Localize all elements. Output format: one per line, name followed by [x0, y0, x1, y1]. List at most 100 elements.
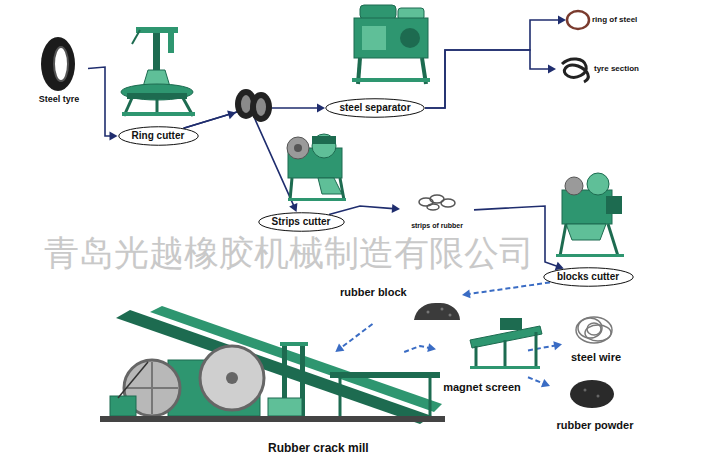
arrowhead	[558, 16, 566, 25]
steel-ring-icon	[567, 11, 589, 29]
ring-cutter-machine-part	[168, 33, 174, 53]
magnet-screen-machine	[470, 318, 542, 369]
arrowhead	[317, 104, 325, 113]
rubber-block-pile-part	[414, 303, 460, 320]
blocks-cutter-machine-part	[560, 224, 566, 256]
arrowhead	[427, 343, 436, 352]
ellipse-outline-shape	[118, 127, 198, 146]
connector-line	[425, 50, 549, 108]
item-box: Steel tyre	[30, 36, 88, 106]
node-label: strips of rubber	[411, 222, 463, 230]
process-ellipse: Strips cutter	[258, 212, 345, 232]
rubber-crack-mill-machine-part	[226, 372, 238, 384]
node-label: ring of steel	[592, 15, 637, 24]
item-box: steel wire	[562, 310, 630, 366]
flow-arrow	[88, 67, 118, 141]
rubber-block-pile	[414, 303, 460, 320]
arrowhead	[541, 379, 550, 387]
connector-line	[88, 67, 111, 136]
magnet-screen-machine-part	[500, 318, 522, 330]
ring-cutter-machine-part	[132, 30, 140, 44]
rubber-crack-mill-machine-part	[126, 387, 178, 389]
dashed-flow-arrow	[335, 324, 372, 352]
node-label: rubber powder	[556, 419, 633, 432]
node-label: tyre section	[594, 64, 639, 73]
node-label: steel wire	[571, 351, 621, 364]
steel-wire-icon-part	[578, 318, 602, 338]
flow-arrow	[425, 50, 556, 108]
rubber-rings-icon	[235, 89, 272, 122]
flow-arrow	[329, 204, 400, 214]
strips-cutter-machine-part	[287, 137, 309, 159]
tyre-section-icon-part	[562, 59, 588, 82]
ring-cutter-machine-part	[122, 112, 195, 116]
steel-wire-icon	[576, 317, 612, 343]
strips-cutter-machine-part	[312, 134, 336, 158]
item-box: magnet screen	[436, 322, 528, 396]
arrowhead	[548, 65, 556, 74]
rubber-strips-icon-part	[441, 199, 455, 207]
flow-arrowhead	[227, 111, 236, 120]
steel-tyre-icon-part	[54, 47, 68, 81]
process-ellipse: blocks cutter	[543, 267, 634, 287]
node-label: Rubber crack mill	[268, 442, 369, 456]
item-box: Rubber crack mill	[100, 352, 430, 458]
arrowhead	[335, 344, 344, 352]
rubber-powder-icon-part	[584, 389, 587, 392]
process-ellipse: Ring cutter	[118, 126, 199, 146]
connector-line	[425, 20, 559, 108]
steel-separator-machine-part	[360, 5, 396, 19]
steel-separator-machine-part	[354, 18, 428, 58]
node-label: rubber block	[340, 286, 407, 299]
item-box: rubber powder	[550, 374, 640, 434]
steel-tyre-icon	[41, 37, 75, 91]
connector-line	[528, 346, 555, 351]
steel-separator-machine-part	[362, 26, 386, 50]
item-box: ring of steel	[566, 6, 642, 34]
dashed-flow-arrow	[528, 341, 562, 350]
steel-wire-icon-part	[587, 323, 601, 335]
rubber-crack-mill-machine-part	[118, 362, 148, 398]
process-ellipse: steel separator	[325, 98, 425, 118]
magnet-screen-machine-part	[504, 340, 507, 368]
connector-line	[404, 346, 429, 352]
node-label: steel separator	[339, 102, 410, 114]
connector-line	[329, 206, 393, 214]
blocks-cutter-machine-part	[608, 224, 618, 256]
rubber-crack-mill-machine-part	[110, 396, 136, 416]
node-label: Ring cutter	[132, 130, 185, 142]
rubber-rings-icon-part	[250, 92, 272, 122]
blocks-cutter-machine	[556, 173, 624, 257]
dashed-flow-arrow	[462, 282, 550, 298]
ring-cutter-machine-part	[121, 84, 193, 100]
ellipse-outline-shape	[258, 213, 344, 232]
rubber-crack-mill-machine-part	[429, 378, 432, 416]
rubber-rings-icon-part	[241, 95, 251, 113]
ring-cutter-machine	[121, 27, 195, 116]
rubber-crack-mill-machine	[100, 306, 445, 424]
ring-cutter-machine-part	[156, 98, 159, 114]
item-box: rubber block	[336, 284, 462, 324]
magnet-screen-machine-part	[535, 332, 538, 368]
node-label: Steel tyre	[39, 94, 80, 104]
steel-separator-machine-part	[400, 28, 420, 48]
node-label: magnet screen	[443, 381, 521, 394]
blocks-cutter-machine-part	[562, 190, 612, 224]
rubber-strips-icon-part	[427, 204, 439, 210]
blocks-cutter-machine-part	[587, 173, 609, 195]
rubber-block-pile-part	[441, 308, 444, 311]
blocks-cutter-machine-part	[606, 196, 622, 214]
dashed-flow-arrow	[528, 377, 550, 387]
strips-cutter-machine-part	[312, 136, 336, 144]
steel-tyre-icon-part	[41, 37, 75, 91]
arrowhead	[462, 289, 471, 298]
strips-cutter-machine-part	[340, 178, 344, 200]
rubber-powder-icon-part	[597, 395, 600, 398]
rubber-crack-mill-machine-part	[200, 346, 264, 410]
rubber-block-pile-part	[449, 314, 452, 317]
tyre-section-icon	[562, 59, 588, 82]
steel-separator-machine-part	[352, 78, 430, 82]
rubber-rings-icon-part	[256, 98, 266, 116]
connector-line	[184, 108, 294, 206]
